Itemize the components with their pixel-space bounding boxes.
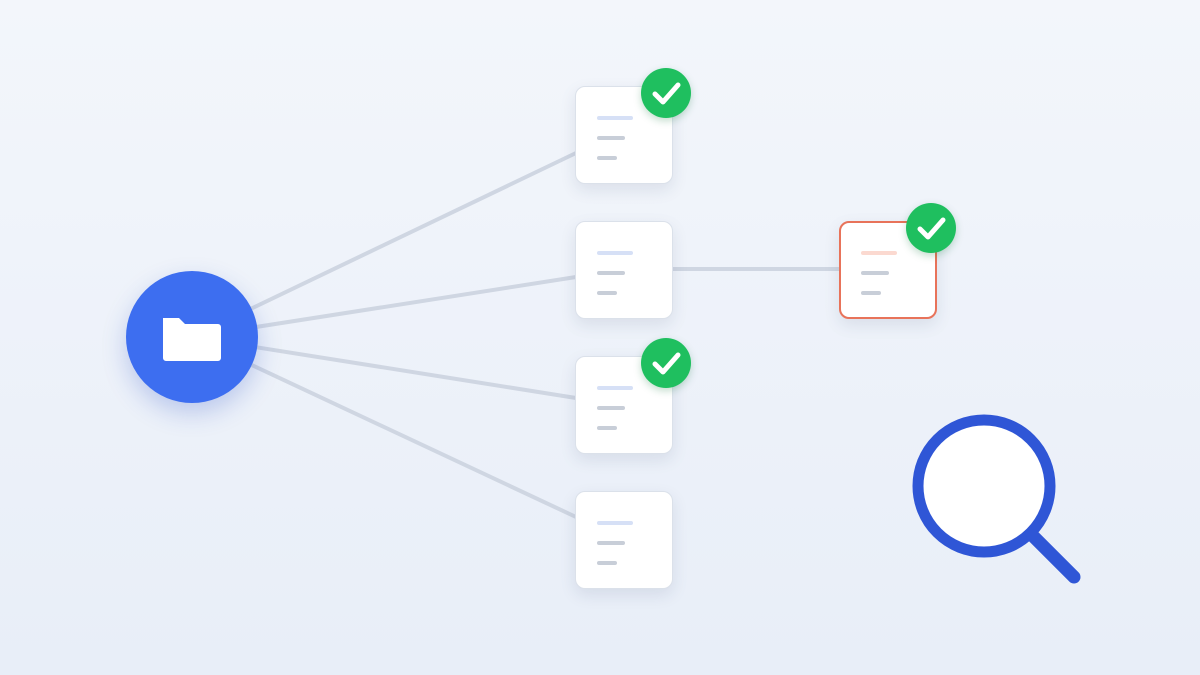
document-line — [597, 426, 617, 430]
document-card-2[interactable] — [575, 221, 673, 319]
magnifier-icon[interactable] — [905, 408, 1090, 593]
root-folder-node[interactable] — [126, 271, 258, 403]
document-line — [597, 541, 625, 545]
document-line — [597, 561, 617, 565]
folder-icon — [163, 318, 221, 361]
document-card-4[interactable] — [575, 491, 673, 589]
connector-root-doc-4 — [190, 335, 578, 519]
verified-check-icon — [641, 68, 691, 118]
document-line — [597, 116, 633, 120]
document-line — [597, 406, 625, 410]
document-line — [597, 521, 633, 525]
document-line — [861, 251, 897, 255]
document-line — [597, 251, 633, 255]
document-line — [597, 136, 625, 140]
document-line — [597, 291, 617, 295]
document-line — [861, 271, 889, 275]
verified-check-icon — [906, 203, 956, 253]
document-line — [597, 271, 625, 275]
document-line — [861, 291, 881, 295]
connector-root-doc-1 — [190, 151, 578, 339]
verified-check-icon — [641, 338, 691, 388]
document-line — [597, 386, 633, 390]
document-line — [597, 156, 617, 160]
